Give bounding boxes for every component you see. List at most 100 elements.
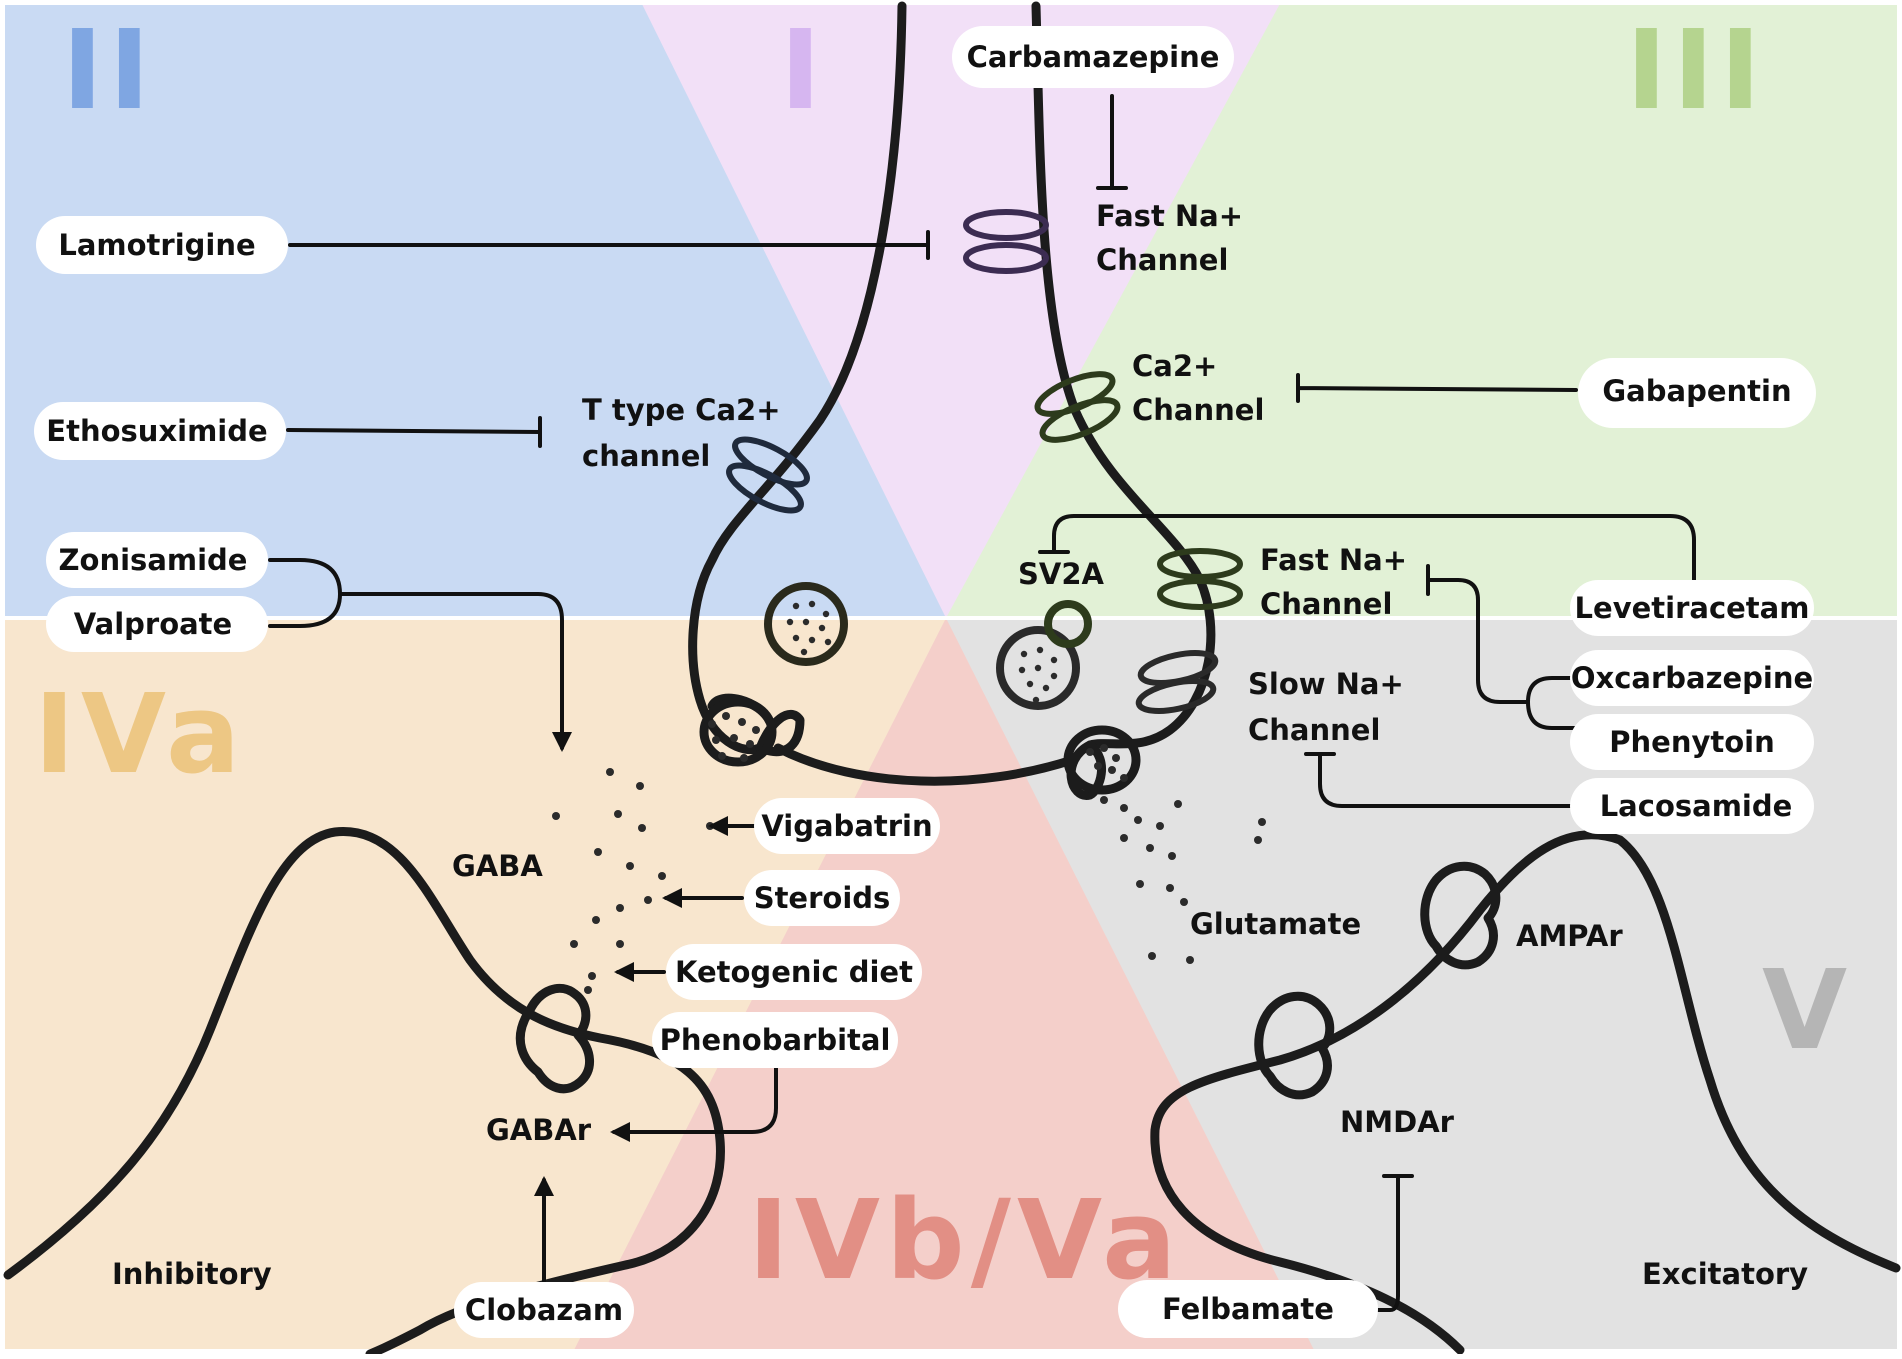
neurotransmitter-particle [594, 848, 602, 856]
fast-na-channel-top-label-line1: Fast Na+ [1096, 199, 1243, 233]
oxcarbazepine-phenytoin-inhibit-line [1426, 564, 1578, 730]
neurotransmitter-particle [730, 734, 738, 742]
neurotransmitter-particle [1136, 880, 1144, 888]
neurotransmitter-particle [1120, 774, 1128, 782]
neurotransmitter-particle [1120, 834, 1128, 842]
drug-phenytoin: Phenytoin [1570, 714, 1814, 770]
drug-clobazam: Clobazam [454, 1282, 634, 1338]
axon-left-membrane [688, 1, 907, 755]
vesicle-particle [808, 600, 816, 608]
drug-carbamazepine: Carbamazepine [952, 26, 1234, 88]
fast-na-channel-top-label-line2: Channel [1096, 243, 1228, 277]
connectors [268, 94, 1696, 1312]
drug-ethosuximide-text: Ethosuximide [46, 414, 267, 448]
region-label-V: V [1762, 946, 1853, 1074]
neurotransmitter-particle [1254, 836, 1262, 844]
presynaptic-bouton-right [1063, 725, 1141, 795]
glutamate-label: Glutamate [1190, 907, 1361, 941]
drug-phenobarbital: Phenobarbital [652, 1012, 898, 1068]
drug-valproate: Valproate [46, 596, 268, 652]
vesicle-particle [800, 648, 808, 656]
neurotransmitter-particle [1094, 762, 1102, 770]
vesicle-particle [1032, 696, 1040, 704]
gaba-receptor-label: GABAr [486, 1113, 592, 1147]
neurotransmitter-particle [738, 718, 746, 726]
vesicle-particle [1020, 650, 1028, 658]
fast-na-channel-mid-label-line2: Channel [1260, 587, 1392, 621]
levetiracetam-inhibit-line [1038, 514, 1696, 590]
vesicle-particle [818, 624, 826, 632]
postsynaptic-neurons [3, 827, 1901, 1359]
drug-vigabatrin: Vigabatrin [754, 798, 940, 854]
excitatory-neuron-membrane [1150, 830, 1901, 1355]
vesicles [764, 582, 1092, 710]
felbamate-inhibit-line [1376, 1174, 1414, 1312]
vesicle-particle [822, 610, 830, 618]
neurotransmitter-particle [626, 862, 634, 870]
drug-lamotrigine-text: Lamotrigine [58, 228, 255, 262]
neurotransmitter-particle [638, 824, 646, 832]
neurotransmitter-particle [1112, 754, 1120, 762]
vesicle-right [996, 626, 1080, 710]
ampa-receptor [1420, 861, 1501, 970]
neurotransmitter-particle [1120, 804, 1128, 812]
vesicle-particle [786, 618, 794, 626]
gabapentin-inhibit-line [1296, 373, 1578, 403]
neurotransmitter-particle [1258, 818, 1266, 826]
drug-zonisamide: Zonisamide [46, 532, 268, 588]
neurotransmitter-particle [1148, 952, 1156, 960]
fast-na-channel-mid-label-line1: Fast Na+ [1260, 543, 1407, 577]
vesicle-left [764, 582, 848, 666]
t-type-channel-label-line2: channel [582, 439, 710, 473]
neurotransmitter-particle [1108, 766, 1116, 774]
neurotransmitter-particle [616, 940, 624, 948]
drug-ethosuximide: Ethosuximide [34, 402, 286, 460]
excitatory-label: Excitatory [1642, 1257, 1808, 1291]
drug-lamotrigine: Lamotrigine [36, 216, 288, 274]
drug-gabapentin: Gabapentin [1578, 358, 1816, 428]
structure-labels: Fast Na+ Channel Ca2+ Channel T type Ca2… [112, 199, 1808, 1291]
region-label-IVb-Va: IVb/Va [748, 1176, 1182, 1304]
vesicle-contents [786, 600, 1058, 704]
vesicle-particle [808, 636, 816, 644]
drug-labels: Carbamazepine Lamotrigine Ethosuximide Z… [34, 26, 1816, 1338]
carbamazepine-inhibit-line [1096, 94, 1128, 190]
slow-na-channel-label-line1: Slow Na+ [1248, 667, 1404, 701]
inhibitory-neuron-membrane [3, 827, 725, 1359]
drug-lacosamide: Lacosamide [1570, 778, 1814, 834]
drug-zonisamide-text: Zonisamide [59, 543, 248, 577]
region-label-I: I [780, 6, 827, 134]
vesicle-particle [1042, 684, 1050, 692]
ca-channel-label-line1: Ca2+ [1132, 349, 1217, 383]
ethosuximide-inhibit-line [286, 416, 542, 448]
drug-carbamazepine-text: Carbamazepine [967, 40, 1220, 74]
region-label-II: II [62, 6, 156, 134]
lamotrigine-inhibit-line [288, 230, 930, 260]
neurotransmitter-particle [1100, 744, 1108, 752]
drug-lacosamide-text: Lacosamide [1600, 789, 1793, 823]
fast-na-channel-top-lower [963, 242, 1049, 274]
neurotransmitter-particle [722, 712, 730, 720]
vesicle-particle [824, 638, 832, 646]
region-labels: II I III IVa IVb/Va V [34, 6, 1853, 1304]
drug-felbamate-text: Felbamate [1162, 1292, 1334, 1326]
vesicle-particle [792, 634, 800, 642]
drug-ketogenic-diet: Ketogenic diet [666, 944, 922, 1000]
neurotransmitter-particle [752, 726, 760, 734]
drug-ketogenic-diet-text: Ketogenic diet [675, 955, 913, 989]
neurotransmitter-particle [636, 782, 644, 790]
neurotransmitter-particle [718, 752, 726, 760]
drug-valproate-text: Valproate [74, 607, 232, 641]
t-type-ca-channel-lower [726, 462, 804, 514]
neurotransmitter-particle [1134, 816, 1142, 824]
neurotransmitter-particle [616, 904, 624, 912]
fast-na-channel-mid-upper [1157, 548, 1243, 580]
drug-oxcarbazepine-text: Oxcarbazepine [1571, 661, 1813, 695]
neurotransmitter-particle [606, 768, 614, 776]
drug-phenobarbital-text: Phenobarbital [660, 1023, 891, 1057]
neurotransmitter-particle [1186, 956, 1194, 964]
drug-felbamate: Felbamate [1118, 1280, 1378, 1338]
vesicle-particle [792, 602, 800, 610]
vesicle-particle [802, 618, 810, 626]
